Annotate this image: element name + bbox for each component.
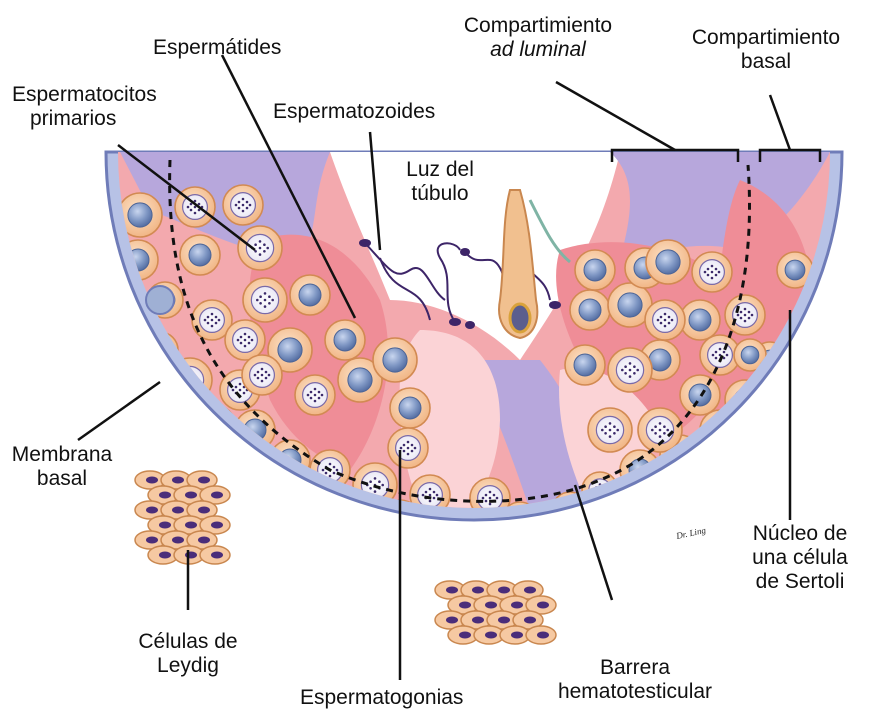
germ-cell	[325, 320, 365, 360]
myoid-cell	[146, 286, 174, 314]
label-espermatocitos-line2: primarios	[12, 107, 157, 131]
label-sertoli-line1: Núcleo de	[740, 522, 860, 546]
label-comp-basal-line2: basal	[666, 50, 866, 74]
leydig-cell	[526, 626, 556, 644]
label-membrana-line1: Membrana	[6, 443, 118, 467]
label-celulas-de-leydig: Células de Leydig	[122, 630, 254, 678]
label-luz-del-tubulo: Luz del túbulo	[384, 158, 496, 206]
leydig-cluster-left	[135, 471, 230, 564]
primary-spermatocyte	[645, 300, 685, 340]
primary-spermatocyte	[243, 278, 287, 322]
leader-basal	[770, 95, 790, 150]
label-sertoli-line2: una célula	[740, 546, 860, 570]
label-espermatocitos-primarios: Espermatocitos primarios	[12, 83, 157, 131]
label-barrera-line1: Barrera	[540, 656, 730, 680]
primary-spermatocyte	[608, 348, 652, 392]
germ-cell	[212, 452, 248, 488]
label-luz-line1: Luz del	[384, 158, 496, 182]
label-espermatides: Espermátides	[153, 36, 281, 60]
primary-spermatocyte	[242, 355, 282, 395]
primary-spermatocyte	[295, 375, 335, 415]
label-nucleo-celula-sertoli: Núcleo de una célula de Sertoli	[740, 522, 860, 594]
label-luz-line2: túbulo	[384, 182, 496, 206]
germ-cell	[180, 235, 220, 275]
spermatid-nucleus	[510, 304, 530, 332]
label-comp-basal-line1: Compartimiento	[666, 26, 866, 50]
label-sertoli-line3: de Sertoli	[740, 570, 860, 594]
germ-cell	[373, 338, 417, 382]
label-comp-ad-line1: Compartimiento	[438, 14, 638, 38]
germ-cell	[390, 388, 430, 428]
label-compartimiento-ad-luminal: Compartimiento ad luminal	[438, 14, 638, 62]
germ-cell	[570, 290, 610, 330]
label-espermatocitos-line1: Espermatocitos	[12, 83, 157, 107]
label-espermatogonias: Espermatogonias	[300, 686, 463, 710]
germ-cell	[680, 300, 720, 340]
primary-spermatocyte	[588, 408, 632, 452]
leydig-cluster-bottom	[435, 581, 556, 644]
leader-barrera	[575, 485, 612, 600]
primary-spermatocyte	[223, 185, 263, 225]
label-barrera-line2: hematotesticular	[540, 680, 730, 704]
label-leydig-line2: Leydig	[122, 654, 254, 678]
leydig-cell	[200, 546, 230, 564]
primary-spermatocyte	[238, 226, 282, 270]
label-compartimiento-basal: Compartimiento basal	[666, 26, 866, 74]
germ-cell	[565, 345, 605, 385]
germ-cell	[646, 240, 690, 284]
label-leydig-line1: Células de	[122, 630, 254, 654]
leader-membrana	[78, 382, 160, 440]
label-barrera-hematotesticular: Barrera hematotesticular	[540, 656, 730, 704]
leader-ad-luminal	[556, 82, 675, 150]
germ-cell	[290, 275, 330, 315]
label-comp-ad-line2: ad luminal	[438, 38, 638, 62]
germ-cell	[575, 250, 615, 290]
label-membrana-basal: Membrana basal	[6, 443, 118, 491]
label-membrana-line2: basal	[6, 467, 118, 491]
primary-spermatocyte	[692, 252, 732, 292]
primary-spermatocyte	[388, 428, 428, 468]
label-espermatozoides: Espermatozoides	[273, 100, 435, 124]
primary-spermatocyte	[725, 295, 765, 335]
germ-cell	[262, 477, 298, 513]
primary-spermatocyte	[225, 320, 265, 360]
